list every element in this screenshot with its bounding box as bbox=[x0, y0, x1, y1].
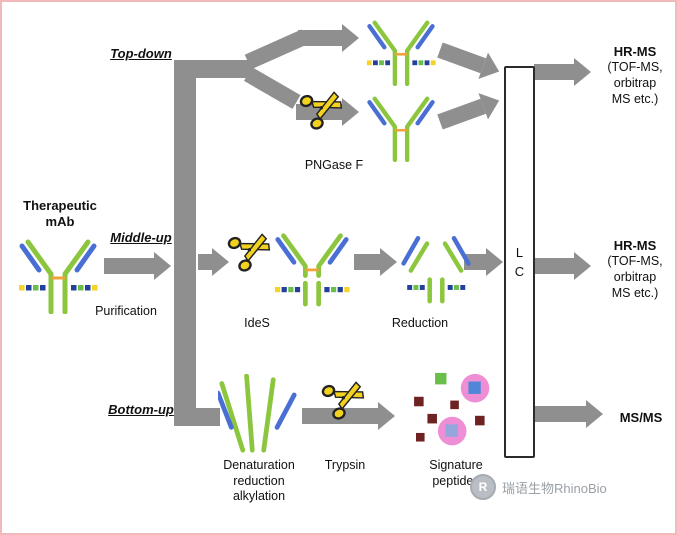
ides-label: IdeS bbox=[244, 316, 270, 330]
watermark: R 瑞语生物RhinoBio bbox=[470, 474, 607, 500]
output-arrow-middle bbox=[534, 252, 591, 280]
watermark-text: 瑞语生物RhinoBio bbox=[502, 480, 607, 496]
watermark-logo-icon: R bbox=[470, 474, 496, 500]
converge-upper-arrow bbox=[437, 42, 486, 74]
antibody-ides-cleaved-icon bbox=[274, 233, 350, 307]
glycan-chain-icon bbox=[366, 60, 436, 66]
pngase-label: PNGase F bbox=[304, 158, 364, 172]
output-arrow-top bbox=[534, 58, 591, 86]
top-fork-lower-bar bbox=[244, 67, 301, 109]
bottom-up-label: Bottom-up bbox=[108, 402, 174, 417]
hrms-top-block: HR-MS (TOF-MS, orbitrap MS etc.) bbox=[592, 44, 675, 107]
glycan-chain-icon bbox=[19, 285, 98, 291]
reduction-label: Reduction bbox=[391, 316, 449, 330]
middle-up-label: Middle-up bbox=[110, 230, 172, 245]
converge-lower-arrow bbox=[437, 98, 486, 130]
hrms-middle-title: HR-MS bbox=[613, 238, 657, 253]
purification-label: Purification bbox=[95, 304, 157, 318]
glycan-chain-icon bbox=[407, 285, 466, 290]
hrms-middle-block: HR-MS (TOF-MS, orbitrap MS etc.) bbox=[592, 238, 675, 301]
therapeutic-mab-label: Therapeutic mAb bbox=[23, 198, 97, 230]
bottom-branch-bar bbox=[174, 408, 220, 426]
antibody-reduced-fragments-icon bbox=[401, 235, 471, 304]
hrms-top-title: HR-MS bbox=[613, 44, 657, 59]
purification-arrow bbox=[104, 252, 171, 280]
antibody-denatured-icon bbox=[218, 374, 297, 453]
msms-label: MS/MS bbox=[619, 410, 663, 425]
middleup-arrow-2 bbox=[354, 248, 397, 276]
signature-peptides-label: Signature peptides bbox=[429, 458, 483, 488]
signature-peptides-icon bbox=[414, 372, 490, 446]
lc-column: L C bbox=[504, 66, 535, 458]
output-arrow-bottom bbox=[534, 400, 603, 428]
trypsin-label: Trypsin bbox=[324, 458, 366, 472]
denaturation-label: Denaturation reduction alkylation bbox=[223, 458, 295, 504]
middleup-arrow-1 bbox=[198, 248, 229, 276]
glycan-chain-icon bbox=[274, 287, 350, 293]
pngase-scissors-icon bbox=[299, 91, 343, 130]
antibody-intact-icon bbox=[366, 20, 436, 86]
lc-label: L C bbox=[514, 244, 525, 280]
top-down-label: Top-down bbox=[110, 46, 172, 61]
antibody-deglycosylated-icon bbox=[367, 96, 435, 162]
workflow-trunk-bar bbox=[174, 60, 196, 426]
antibody-mab-icon bbox=[19, 239, 98, 314]
topdown-upper-arrow bbox=[298, 24, 359, 52]
middleup-arrow-3 bbox=[464, 248, 503, 276]
hrms-top-detail: (TOF-MS, orbitrap MS etc.) bbox=[607, 60, 663, 106]
hrms-middle-detail: (TOF-MS, orbitrap MS etc.) bbox=[607, 254, 663, 300]
top-branch-bar bbox=[174, 60, 252, 78]
trypsin-scissors-icon bbox=[321, 381, 365, 420]
ides-scissors-icon bbox=[227, 233, 271, 272]
